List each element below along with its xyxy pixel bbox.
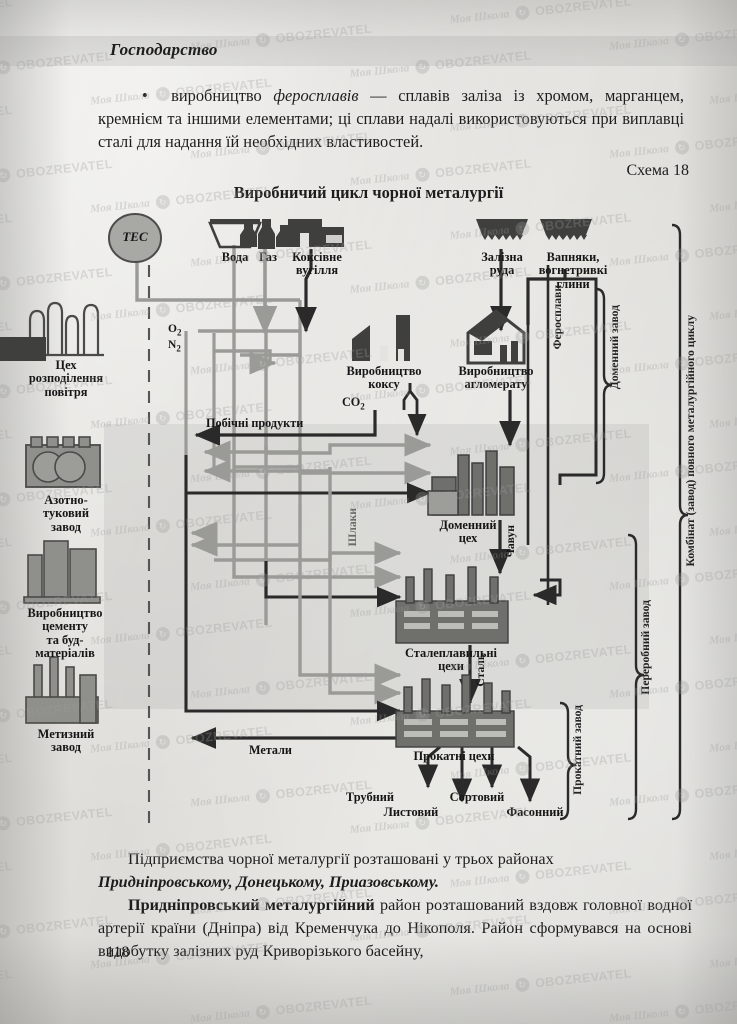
running-head: Господарство	[110, 40, 218, 59]
paragraph-regions: Підприємства чорної металургії розташова…	[98, 848, 692, 963]
page-shadow-left	[0, 0, 70, 1024]
schema-bracket-ferroalloys: Феросплави	[551, 285, 564, 350]
n2-subscript: 2	[176, 343, 181, 354]
schema-vector-layer	[0, 213, 689, 823]
schema-output-tube: Трубний	[345, 790, 395, 804]
schema-node-tec: ТЕС	[122, 229, 148, 244]
co2-text: CO	[342, 395, 361, 409]
watermark-obozrevatel-text: OBOZREVATEL	[434, 156, 533, 181]
schema-output-shaped: Фасонний	[506, 805, 564, 819]
schema-flow-metals: Метали	[249, 743, 292, 757]
page-shadow-bottom	[0, 934, 737, 1024]
schema-node-hardware-plant: Метизний завод	[37, 727, 95, 755]
o2-text: O	[168, 323, 177, 335]
page-shadow-top	[0, 0, 737, 60]
para2-line-a: Підприємства чорної металургії розташова…	[128, 850, 554, 868]
para2-subregion-bold: Придніпровський металургійний	[128, 896, 375, 914]
schema-node-nitrogen-plant: Азотно- туковий завод	[43, 493, 89, 534]
schema-number: Схема 18	[626, 162, 690, 179]
header-band	[0, 36, 737, 66]
para1-after-italic: — сплавів заліза із хромом, марганцем, к…	[98, 86, 684, 151]
schema-flow-slag: Шлаки	[346, 508, 359, 547]
para2-regions-italic: Придніпровському, Донецькому, Приазовськ…	[98, 873, 439, 891]
schema-flow-co2: CO2	[342, 395, 365, 411]
schema-flow-byproducts: Побічні продукти	[206, 416, 304, 430]
schema-node-blast-furnace-shop: Доменний цех	[439, 518, 497, 546]
paragraph-ferroalloys: • виробництво феросплавів — сплавів залі…	[98, 84, 684, 153]
o2-subscript: 2	[176, 327, 182, 338]
schema-flow-o2: O2	[168, 323, 181, 337]
schema-node-sinter-production: Виробництво агломерату	[458, 364, 534, 392]
schema-flow-steel: Сталь	[474, 654, 487, 687]
para2-subregion-rest: район розташований вздовж головної водно…	[98, 896, 692, 960]
schema-node-limestone: Вапняки, вогнетривкі глини	[538, 250, 608, 291]
n2-text: N	[168, 339, 177, 351]
schema-node-iron-ore: Залізна руда	[481, 250, 523, 278]
schema-node-coke-coal: Коксівне вугілля	[292, 250, 342, 278]
schema-output-sheet: Листовий	[383, 805, 439, 819]
para1-italic-term: феросплавів	[273, 86, 359, 105]
schema-node-cement-plant: Виробництво цементу та буд- матеріалів	[27, 606, 103, 661]
co2-subscript: 2	[360, 401, 365, 412]
page-number: 118	[106, 944, 130, 961]
schema-node-gas: Газ	[259, 250, 277, 264]
bullet-glyph: •	[142, 86, 148, 105]
schema-flow-n2: N2	[168, 339, 181, 353]
schema-bracket-process-works: Переробний завод	[639, 600, 652, 695]
schema-diagram: ТЕС Вода Газ Коксівне вугілля Залізна ру…	[0, 205, 737, 845]
para1-before-italic: виробництво	[171, 86, 274, 105]
schema-node-rolling-shops: Прокатні цехи	[413, 749, 495, 763]
schema-node-water: Вода	[221, 250, 249, 264]
schema-node-coke-production: Виробництво коксу	[346, 364, 422, 392]
schema-output-sort: Сортовий	[449, 790, 505, 804]
schema-node-air-separation: Цех розподілення повітря	[28, 358, 104, 399]
schema-flow-pig-iron: Чавун	[504, 525, 517, 558]
schema-bracket-rolling-works: Прокатний завод	[571, 705, 584, 795]
schema-bracket-blast-works: Доменний завод	[608, 305, 621, 390]
schema-node-steelmaking-shops: Сталеплавильні цехи	[405, 646, 497, 674]
schema-title: Виробничий цикл чорної металургії	[233, 183, 504, 202]
page-shadow-right	[677, 0, 737, 1024]
schema-bracket-full-cycle: Комбінат (завод) повного металургійного …	[684, 315, 697, 567]
watermark-refresh-icon: ↻	[414, 167, 430, 183]
